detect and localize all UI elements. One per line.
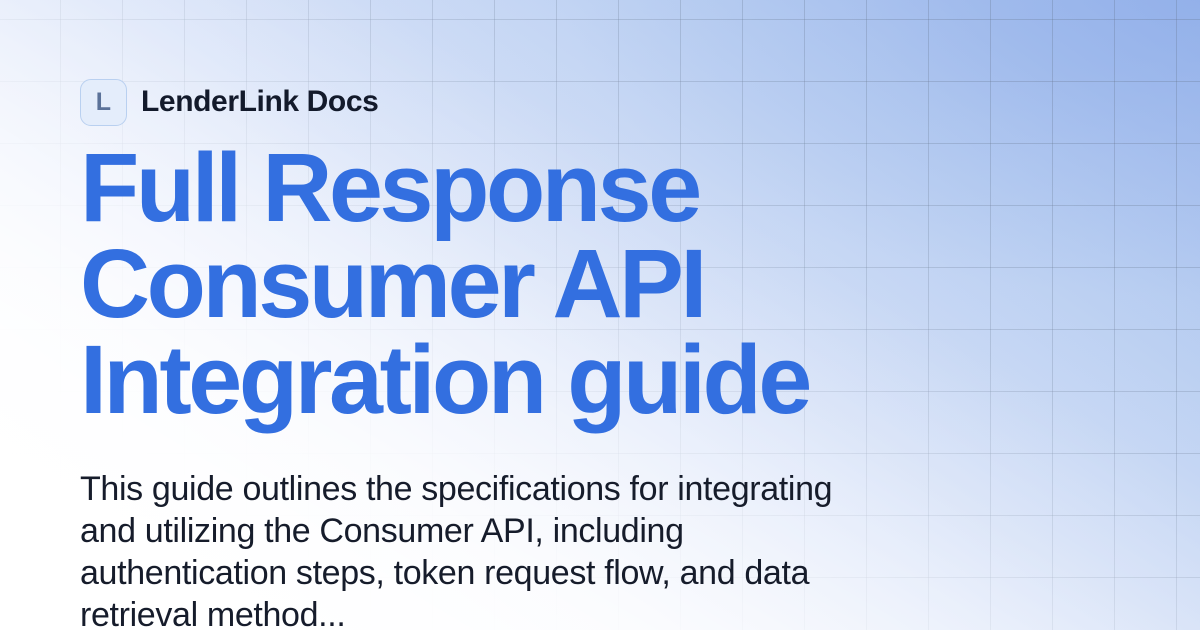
lenderlink-logo-icon: L <box>80 78 127 126</box>
brand-lockup: L LenderLink Docs <box>80 78 1140 126</box>
hero-content: L LenderLink Docs Full Response Consumer… <box>80 78 1140 630</box>
page-summary: This guide outlines the specifications f… <box>80 470 833 630</box>
brand-name-label: LenderLink Docs <box>141 85 379 118</box>
page-title: Full Response Consumer API Integration g… <box>80 133 812 434</box>
